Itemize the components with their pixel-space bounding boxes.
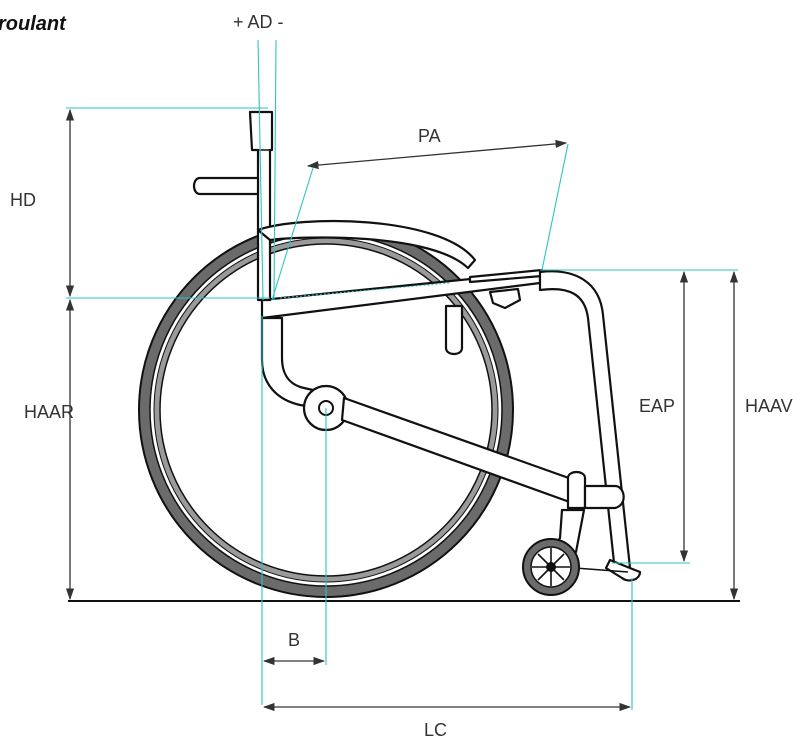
pa-label: PA [418, 126, 441, 146]
lc-label: LC [424, 720, 447, 740]
hd-label: HD [10, 190, 36, 210]
b-label: B [288, 630, 300, 650]
wheelchair-frame [192, 110, 642, 582]
title: roulant [0, 13, 67, 35]
dimension-lines [65, 108, 739, 712]
haar-label: HAAR [24, 402, 74, 422]
caster-wheel [522, 538, 580, 596]
ad-label: + AD - [233, 12, 284, 32]
haav-label: HAAV [745, 396, 793, 416]
pa-dimension [306, 139, 568, 170]
guide-lines [66, 39, 738, 710]
eap-label: EAP [639, 396, 675, 416]
